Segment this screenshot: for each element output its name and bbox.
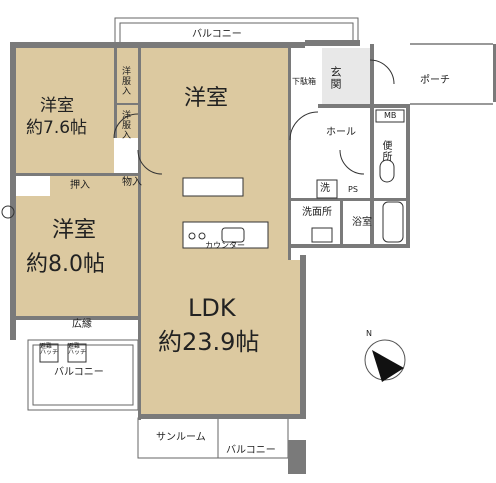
oshiire-fill xyxy=(50,176,138,196)
mb-box xyxy=(375,109,405,123)
sink xyxy=(311,227,333,243)
genkan-label: 玄関 xyxy=(329,66,342,90)
hiroen-label: 広縁 xyxy=(72,319,92,330)
compass-arrow-icon xyxy=(372,350,404,382)
balcony-top-label: バルコニー xyxy=(192,29,242,40)
washroom-label: 洗面所 xyxy=(302,207,332,218)
walls xyxy=(10,40,496,474)
shoe-box-label: 下駄箱 xyxy=(292,77,316,86)
toilet-fixture xyxy=(379,159,395,183)
room3-size: 約8.0帖 xyxy=(26,252,105,277)
oshiire-label: 押入 xyxy=(70,180,90,191)
room1-name: 洋室 xyxy=(40,96,74,116)
ps-label: PS xyxy=(348,185,358,194)
hatch-1-label: 避難 ハッチ xyxy=(40,343,59,356)
closets-fill xyxy=(114,48,138,138)
counter-top xyxy=(182,177,244,197)
ldk-size: 約23.9帖 xyxy=(158,328,260,356)
wash-mark: 洗 xyxy=(320,183,330,194)
bath-label: 浴室 xyxy=(352,217,372,228)
closet-a-label: 洋服入 xyxy=(120,66,130,96)
mb-label: MB xyxy=(384,111,397,120)
washer xyxy=(316,179,338,199)
hatch-2-label: 避難 ハッチ xyxy=(68,343,87,356)
closet-b-label: 洋服入 xyxy=(120,110,130,140)
hall-label: ホール xyxy=(326,127,356,138)
compass-n-label: N xyxy=(366,329,372,338)
storage-label: 物入 xyxy=(122,177,142,188)
room1-fill xyxy=(16,48,114,173)
porch-label: ポーチ xyxy=(420,75,450,86)
compass xyxy=(364,339,406,382)
entrance-tiles xyxy=(322,48,370,106)
room3-name: 洋室 xyxy=(52,218,97,243)
ldk-name: LDK xyxy=(188,294,236,322)
bathtub xyxy=(382,201,404,243)
room2-name: 洋室 xyxy=(184,86,229,111)
balcony-bottom-label: バルコニー xyxy=(226,445,276,456)
fixtures xyxy=(1,43,493,363)
balcony-left-label: バルコニー xyxy=(54,367,104,378)
room2-fill xyxy=(138,48,288,173)
toilet-label: 便所 xyxy=(380,140,391,162)
sunroom-label: サンルーム xyxy=(156,432,206,443)
counter-label: カウンター xyxy=(205,241,245,250)
kitchen-counter xyxy=(182,221,269,249)
room3-fill xyxy=(16,196,138,316)
room1-size: 約7.6帖 xyxy=(26,118,88,138)
